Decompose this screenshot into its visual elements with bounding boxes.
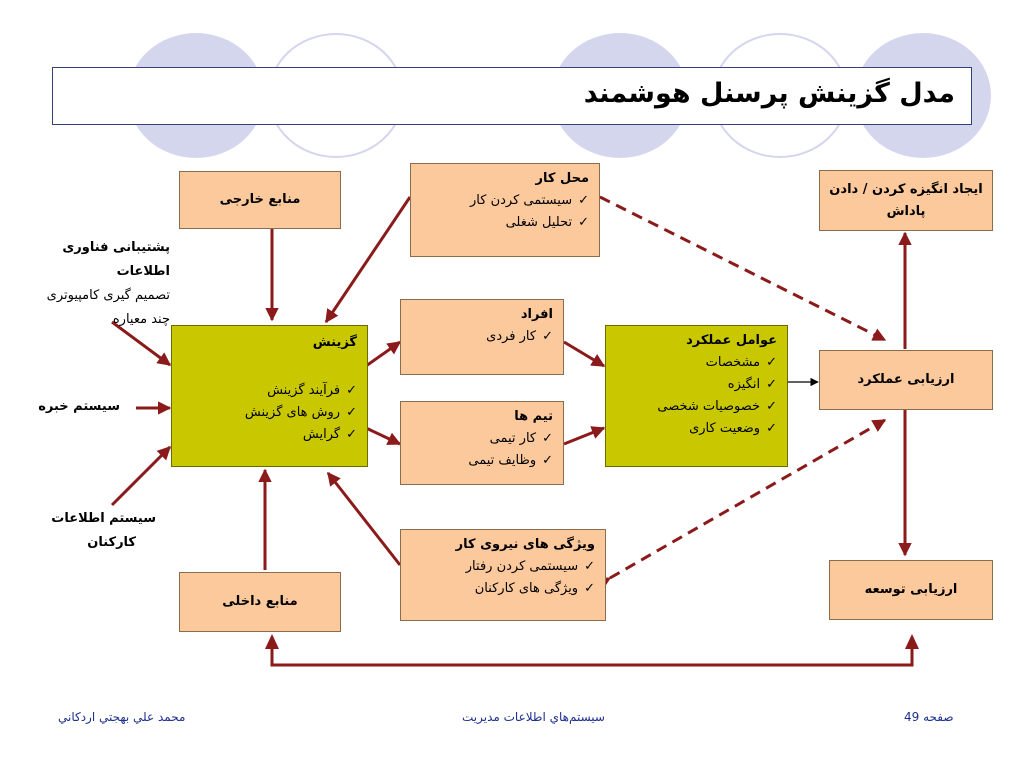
arrowhead-feedback-left	[265, 634, 279, 649]
arrow-individuals-to-factors	[563, 340, 606, 368]
employee-info-line: کارکنان	[87, 535, 136, 550]
checkmark-icon: ✓	[766, 377, 777, 392]
list-item: ✓وضعیت کاری	[689, 421, 777, 436]
performance-factors-heading: عوامل عملکرد	[686, 333, 777, 348]
checkmark-icon: ✓	[578, 215, 589, 230]
development-evaluation-label: ارزیابی توسعه	[864, 582, 958, 597]
employee-info-label: سیستم اطلاعات کارکنان	[10, 507, 156, 555]
checkmark-icon: ✓	[766, 421, 777, 436]
arrowhead-feedback-right	[905, 634, 919, 649]
internal-resources-label: منابع داخلی	[222, 594, 298, 609]
external-resources-label: منابع خارجی	[219, 192, 301, 207]
arrow-selection-to-individuals	[365, 340, 402, 368]
checkmark-icon: ✓	[346, 405, 357, 420]
list-item: ✓تحلیل شغلی	[505, 215, 589, 230]
checkmark-icon: ✓	[578, 193, 589, 208]
workforce-heading: ویژگی های نیروی کار	[455, 537, 595, 552]
list-item: ✓مشخصات	[705, 355, 777, 370]
list-item: ✓گرایش	[302, 427, 357, 442]
checkmark-icon: ✓	[542, 329, 553, 344]
checkmark-icon: ✓	[346, 383, 357, 398]
it-support-heading: پشتیبانی فناوری اطلاعات	[62, 240, 170, 279]
arrow-selection-to-teams	[365, 426, 402, 446]
checkmark-icon: ✓	[766, 399, 777, 414]
checkmark-icon: ✓	[766, 355, 777, 370]
list-item: ✓خصوصیات شخصی	[657, 399, 777, 414]
list-item: ✓سیستمی کردن رفتار	[465, 559, 595, 574]
it-support-label: پشتیبانی فناوری اطلاعات تصمیم گیری کامپی…	[10, 236, 170, 332]
list-item: ✓وظایف تیمی	[468, 453, 553, 468]
individuals-box: افراد ✓کار فردی	[400, 299, 564, 375]
expert-system-label: سیستم خبره	[38, 399, 120, 414]
motivation-label: ایجاد انگیزه کردن / دادن پاداش	[829, 181, 983, 219]
list-item: ✓ویژگی های کارکنان	[474, 581, 595, 596]
it-support-line: تصمیم گیری کامپیوتری	[46, 288, 170, 303]
selection-box: گزینش ✓فرآیند گزینش ✓روش های گزینش ✓گرای…	[171, 325, 368, 467]
it-support-line: چند معیاره	[112, 312, 170, 327]
footer-author: محمد علي بهجتي اردكاني	[58, 710, 186, 724]
list-item: ✓کار تیمی	[489, 431, 553, 446]
arrow-teams-to-factors	[563, 426, 606, 446]
arrow-it-to-selection	[111, 320, 172, 367]
motivation-box: ایجاد انگیزه کردن / دادن پاداش	[819, 170, 993, 231]
arrow-info-to-selection	[110, 445, 172, 507]
checkmark-icon: ✓	[542, 453, 553, 468]
development-evaluation-box: ارزیابی توسعه	[829, 560, 993, 620]
external-resources-box: منابع خارجی	[179, 171, 341, 229]
checkmark-icon: ✓	[584, 559, 595, 574]
performance-factors-box: عوامل عملکرد ✓مشخصات ✓انگیزه ✓خصوصیات شخ…	[605, 325, 788, 467]
performance-evaluation-label: ارزیابی عملکرد	[857, 372, 955, 387]
list-item: ✓سیستمی کردن کار	[470, 193, 589, 208]
teams-box: تیم ها ✓کار تیمی ✓وظایف تیمی	[400, 401, 564, 485]
checkmark-icon: ✓	[346, 427, 357, 442]
list-item: ✓کار فردی	[486, 329, 553, 344]
employee-info-line: سیستم اطلاعات	[51, 511, 156, 526]
checkmark-icon: ✓	[542, 431, 553, 446]
checkmark-icon: ✓	[584, 581, 595, 596]
arrow-feedback-loop	[270, 637, 914, 667]
list-item: ✓انگیزه	[727, 377, 777, 392]
internal-resources-box: منابع داخلی	[179, 572, 341, 632]
arrow-workplace-to-selection	[324, 196, 412, 324]
workplace-box: محل کار ✓سیستمی کردن کار ✓تحلیل شغلی	[410, 163, 600, 257]
selection-heading: گزینش	[312, 335, 357, 350]
footer-page-number: صفحه 49	[904, 710, 954, 724]
workforce-box: ویژگی های نیروی کار ✓سیستمی کردن رفتار ✓…	[400, 529, 606, 621]
list-item: ✓فرآیند گزینش	[267, 383, 357, 398]
individuals-heading: افراد	[520, 307, 553, 322]
performance-evaluation-box: ارزیابی عملکرد	[819, 350, 993, 410]
list-item: ✓روش های گزینش	[244, 405, 357, 420]
workplace-heading: محل کار	[535, 171, 589, 186]
footer-course: سيستم‌هاي اطلاعات مديريت	[462, 710, 605, 724]
slide-title: مدل گزینش پرسنل هوشمند	[583, 78, 955, 109]
teams-heading: تیم ها	[514, 409, 553, 424]
title-bar: مدل گزینش پرسنل هوشمند	[52, 67, 972, 125]
arrow-workforce-to-selection	[326, 471, 402, 566]
